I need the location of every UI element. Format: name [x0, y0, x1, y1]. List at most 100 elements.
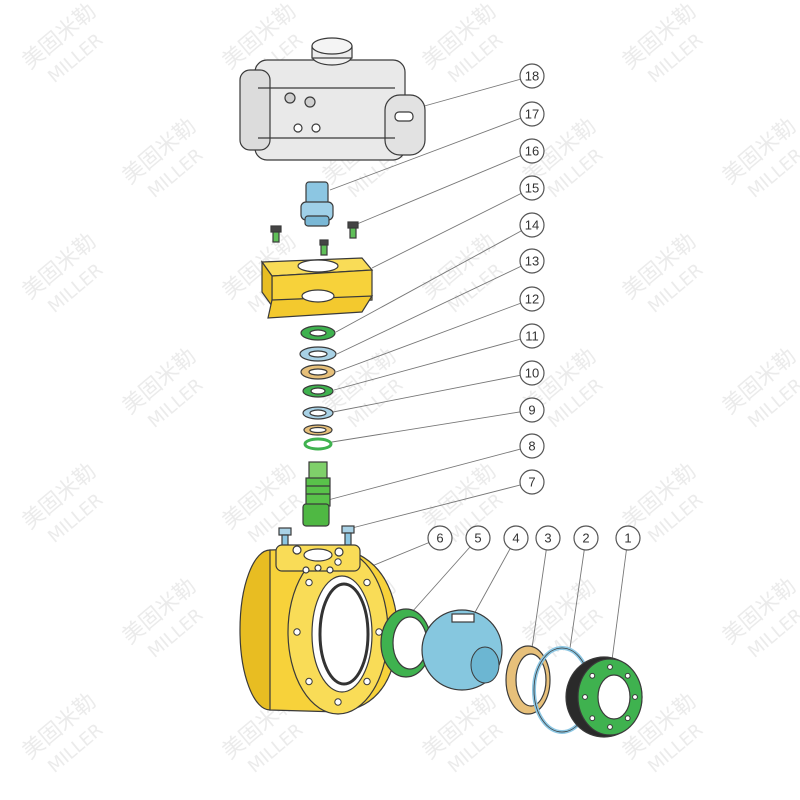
washer-10 [302, 406, 334, 420]
cap-bolt-hole [607, 664, 613, 670]
leader-line-17 [329, 113, 533, 191]
cap-bolt-hole [589, 715, 596, 722]
actuator [239, 37, 426, 161]
leader-line-5 [411, 537, 479, 613]
callout-number-18: 18 [525, 69, 539, 84]
callout-number-1: 1 [624, 531, 631, 546]
bracket-bolt-left [270, 225, 282, 243]
leader-line-12 [335, 298, 533, 373]
callout-number-2: 2 [582, 531, 589, 546]
body-bolt-left [278, 527, 292, 548]
leader-line-7 [351, 481, 533, 529]
cap-bolt-hole [632, 694, 638, 700]
bracket-bolt-center [319, 239, 329, 256]
leader-line-14 [335, 224, 533, 333]
seal-ring-11 [302, 384, 334, 398]
leader-line-11 [333, 335, 533, 391]
washer-9a [303, 424, 333, 436]
end-cap [565, 656, 643, 738]
o-ring-9b [303, 437, 333, 451]
callout-circle-8 [519, 433, 545, 459]
callout-circle-13 [519, 248, 545, 274]
leader-lines [327, 75, 629, 661]
callout-number-9: 9 [528, 403, 535, 418]
valve-stem [302, 461, 331, 527]
callout-number-15: 15 [525, 181, 539, 196]
leader-line-4 [467, 537, 517, 626]
callout-circle-2 [573, 525, 599, 551]
callout-number-10: 10 [525, 366, 539, 381]
callout-circle-6 [427, 525, 453, 551]
callout-circle-1 [615, 525, 641, 551]
seal-ring-14 [300, 325, 336, 341]
cap-bolt-hole [589, 672, 596, 679]
callout-circle-7 [519, 469, 545, 495]
callout-number-12: 12 [525, 292, 539, 307]
callout-circle-4 [503, 525, 529, 551]
cap-bolt-hole [607, 724, 613, 730]
callout-number-13: 13 [525, 254, 539, 269]
cap-bolt-hole [624, 715, 631, 722]
callout-number-4: 4 [512, 531, 519, 546]
callout-circle-17 [519, 101, 545, 127]
coupler [300, 181, 334, 227]
ball [421, 609, 503, 691]
callout-circle-12 [519, 286, 545, 312]
callout-number-11: 11 [525, 329, 539, 344]
leader-line-15 [371, 187, 533, 269]
leader-line-8 [327, 445, 533, 501]
callout-number-17: 17 [525, 107, 539, 122]
callout-circle-18 [519, 63, 545, 89]
callout-circle-9 [519, 397, 545, 423]
leader-line-3 [531, 537, 549, 649]
leader-line-18 [409, 75, 533, 111]
flange-bolt-hole [334, 698, 342, 706]
leader-line-2 [569, 537, 587, 649]
body-bolt-right [341, 525, 355, 546]
callout-number-8: 8 [528, 439, 535, 454]
leader-line-16 [356, 150, 533, 225]
leader-line-10 [332, 372, 533, 413]
cap-bolt-hole [582, 694, 588, 700]
leader-line-1 [611, 537, 629, 661]
callout-number-5: 5 [474, 531, 481, 546]
flange-bolt-hole [334, 558, 342, 566]
callout-circle-5 [465, 525, 491, 551]
flange-bolt-hole [293, 628, 301, 636]
bracket-bolt-right [347, 221, 359, 239]
callout-circle-16 [519, 138, 545, 164]
leader-line-13 [336, 260, 533, 355]
leader-line-9 [331, 409, 533, 443]
mounting-bracket [260, 257, 374, 319]
flange-bolt-hole [363, 677, 371, 686]
callout-circle-3 [535, 525, 561, 551]
flange-bolt-hole [305, 578, 313, 587]
callout-number-3: 3 [544, 531, 551, 546]
cap-bolt-hole [624, 672, 631, 679]
callout-circle-11 [519, 323, 545, 349]
flange-bolt-hole [305, 677, 313, 686]
callout-number-16: 16 [525, 144, 539, 159]
washer-12 [300, 364, 336, 380]
washer-13 [299, 346, 337, 362]
callout-number-6: 6 [436, 531, 443, 546]
callout-circle-15 [519, 175, 545, 201]
